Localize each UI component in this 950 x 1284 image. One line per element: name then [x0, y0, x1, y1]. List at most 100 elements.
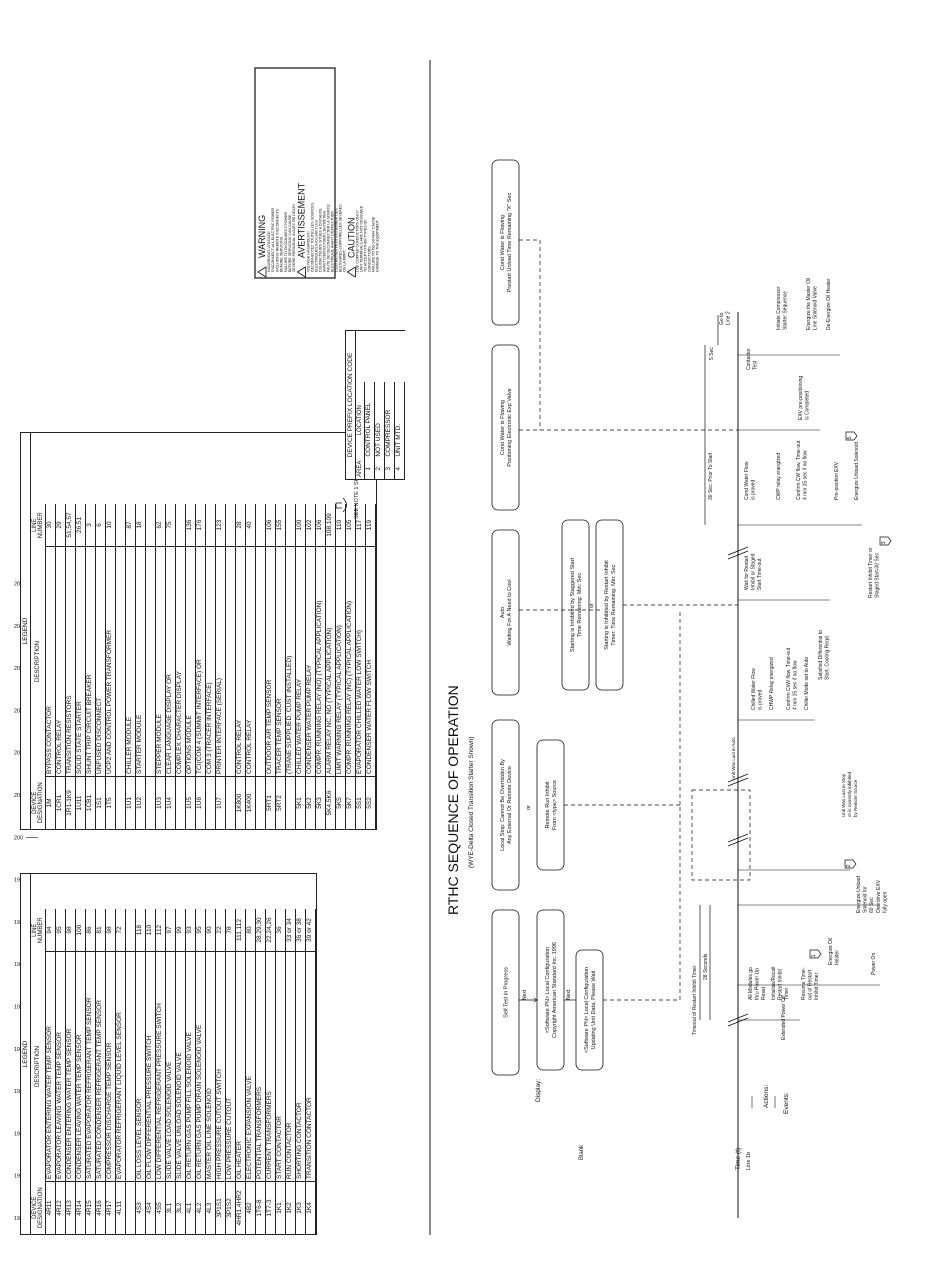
legend-left-cell: 4L2 — [195, 1181, 206, 1234]
legend-right-cell: 1CB1 — [85, 776, 96, 829]
line1b-label-line: Line 1b — [746, 1152, 752, 1170]
sequence-title: RTHC SEQUENCE OF OPERATION — [445, 685, 461, 915]
legend-right-cell: 1K400 — [245, 776, 256, 829]
warning-box — [254, 67, 336, 279]
legend-right-cell: 176 — [195, 504, 206, 547]
warning-line: SEVERE PERSONAL INJURY OR DEATH. — [292, 203, 296, 272]
prefix-col-location: LOCATION — [356, 381, 365, 459]
legend-right-cell: 1CR1 — [55, 776, 66, 829]
legend-right-cell — [115, 776, 126, 829]
prefix-cell: 3 — [384, 458, 395, 479]
legend-left-cell: 99 — [175, 909, 186, 952]
legend-right-cell: LIMIT WARNING RELAY (TYPICAL APPLICATION… — [335, 546, 346, 777]
prefix-cell: 5 — [404, 458, 405, 479]
legend-left-cell — [125, 951, 136, 1182]
legend-right-cell — [255, 546, 266, 777]
time-break-mark — [727, 546, 749, 560]
legend-right-cell: CHILLER MODULE — [125, 546, 136, 777]
overdrive-exv-label-line: Overdrive EXV — [876, 879, 882, 913]
legend-left-cell: SATURATED EVAPORATOR REFRIGERANT TEMP SE… — [85, 951, 96, 1182]
legend-right-cell: CONTROL RELAY — [245, 546, 256, 777]
wait-restart-label-line: Start Time-out — [757, 558, 763, 590]
satisfied-diff-label-line: Satisfied Differential to — [818, 630, 824, 680]
legend-right-cell: 5K2 — [305, 776, 316, 829]
legend-left-cell: 98 — [65, 909, 76, 952]
prefix-cell: NOT USED — [374, 381, 385, 459]
legend-left-cell: 28,29,30 — [255, 909, 266, 952]
legend-right-cell: 100 — [295, 504, 306, 547]
legend-right-cell — [115, 504, 126, 547]
legend-right-cell: UNFUSED DISCONNECT — [95, 546, 106, 777]
display-remote-run-text: Remote Run Inhibit — [545, 781, 551, 829]
legend-left-cell: 94 — [45, 909, 56, 952]
legend-left-cell: LOW DIFFERENTIAL REFRIGERANT PRESSURE SW… — [155, 951, 166, 1182]
overdrive-exv-label-line: fully open — [883, 891, 889, 913]
sec30-label: 30 Sec. Prior To Start — [708, 452, 714, 500]
legend-left-cell: 118 — [135, 909, 146, 952]
warning-line: HAZARDOUS VOLTAGE! — [267, 231, 271, 272]
tag-1 — [809, 949, 822, 959]
legend-right-row: COMPLEX CHARACTER DISPLAY — [175, 504, 186, 829]
display-remote-run-text: From <type> Source — [552, 780, 558, 830]
legend-left-cell: TRANSITION CONTACTOR — [305, 951, 316, 1182]
legend-right-cell: 29 — [55, 504, 66, 547]
caution-line: CONDUCTORS. — [367, 245, 371, 272]
dashed-region — [691, 789, 751, 881]
wait-restart-label-line: Inhibit or Staged — [751, 553, 757, 590]
legend-right-cell: 1U7 — [215, 776, 226, 829]
display-restart-inhibit-text: Starting is Inhibited by Restart Inhibit — [604, 560, 610, 650]
legend-left-cell: 72 — [115, 909, 126, 952]
legend-right-cell: ALARM RELAY NC, NO (TYPICAL APPLICATION) — [325, 546, 336, 777]
legend-left-cell: 4S5 — [155, 1181, 166, 1234]
legend-right-cell: 40 — [245, 504, 256, 547]
energize-master-oil-label-line: Line Solenoid Valve — [813, 286, 819, 330]
legend-left-cell: 4S4 — [145, 1181, 156, 1234]
sequence-subtitle: (WYE-Delta Closed Transition Starter Sho… — [468, 737, 475, 869]
legend-right-cell: SHUNT TRIP CIRCUIT BREAKER — [85, 546, 96, 777]
prefix-table-title: DEVICE PREFIX LOCATION CODE — [346, 331, 356, 479]
restart-inhibit-timer-label-line: Restart Inhibit Timer or — [868, 547, 874, 598]
warning-triangle-icon — [257, 266, 267, 278]
extended-power-off-label: Extended Power Off — [781, 995, 787, 1040]
display-staggered — [561, 519, 590, 691]
legend-right-cell — [175, 504, 186, 547]
next-label-1-line: Next — [522, 989, 528, 1000]
contactor-test-label-line: Test — [753, 360, 759, 370]
legend-left-cell: 4R16 — [95, 1181, 106, 1234]
warning-fr-line: ELECTRIQUES INCLUANT LES — [314, 219, 318, 272]
chwp-energized-label-line: CHWP Relay energized — [769, 657, 775, 710]
legend-left-cell: 4B2 — [245, 1181, 256, 1234]
display-self-test — [491, 909, 520, 1076]
legend-left-cell: RUN CONTACTOR — [285, 951, 296, 1182]
legend-left-cell: 100 — [75, 909, 86, 952]
legend-right-cell: 5S1 — [355, 776, 366, 829]
deenergize-oil-label-line: De-Energize Oil Heater — [826, 278, 832, 330]
or-label-1-line: or — [526, 805, 532, 810]
timeout-restart-label: Timeout of Restart Inhibit Timer — [692, 965, 698, 1035]
display-auto-text: Auto — [500, 607, 506, 618]
line-number: 202 — [14, 751, 23, 757]
legend-left-cell: 4R14 — [75, 1181, 86, 1234]
warning-fr-line: AVANT D'EFFECTUER L'ENTRETIEN. — [322, 210, 326, 272]
legend-left-cell: SHORTING CONTACTOR — [295, 951, 306, 1182]
legend-right-cell: 1M — [45, 776, 56, 829]
legend-left-cell: 1T6-8 — [255, 1181, 266, 1234]
caution-line: USE COPPER CONDUCTORS ONLY! — [355, 210, 359, 272]
